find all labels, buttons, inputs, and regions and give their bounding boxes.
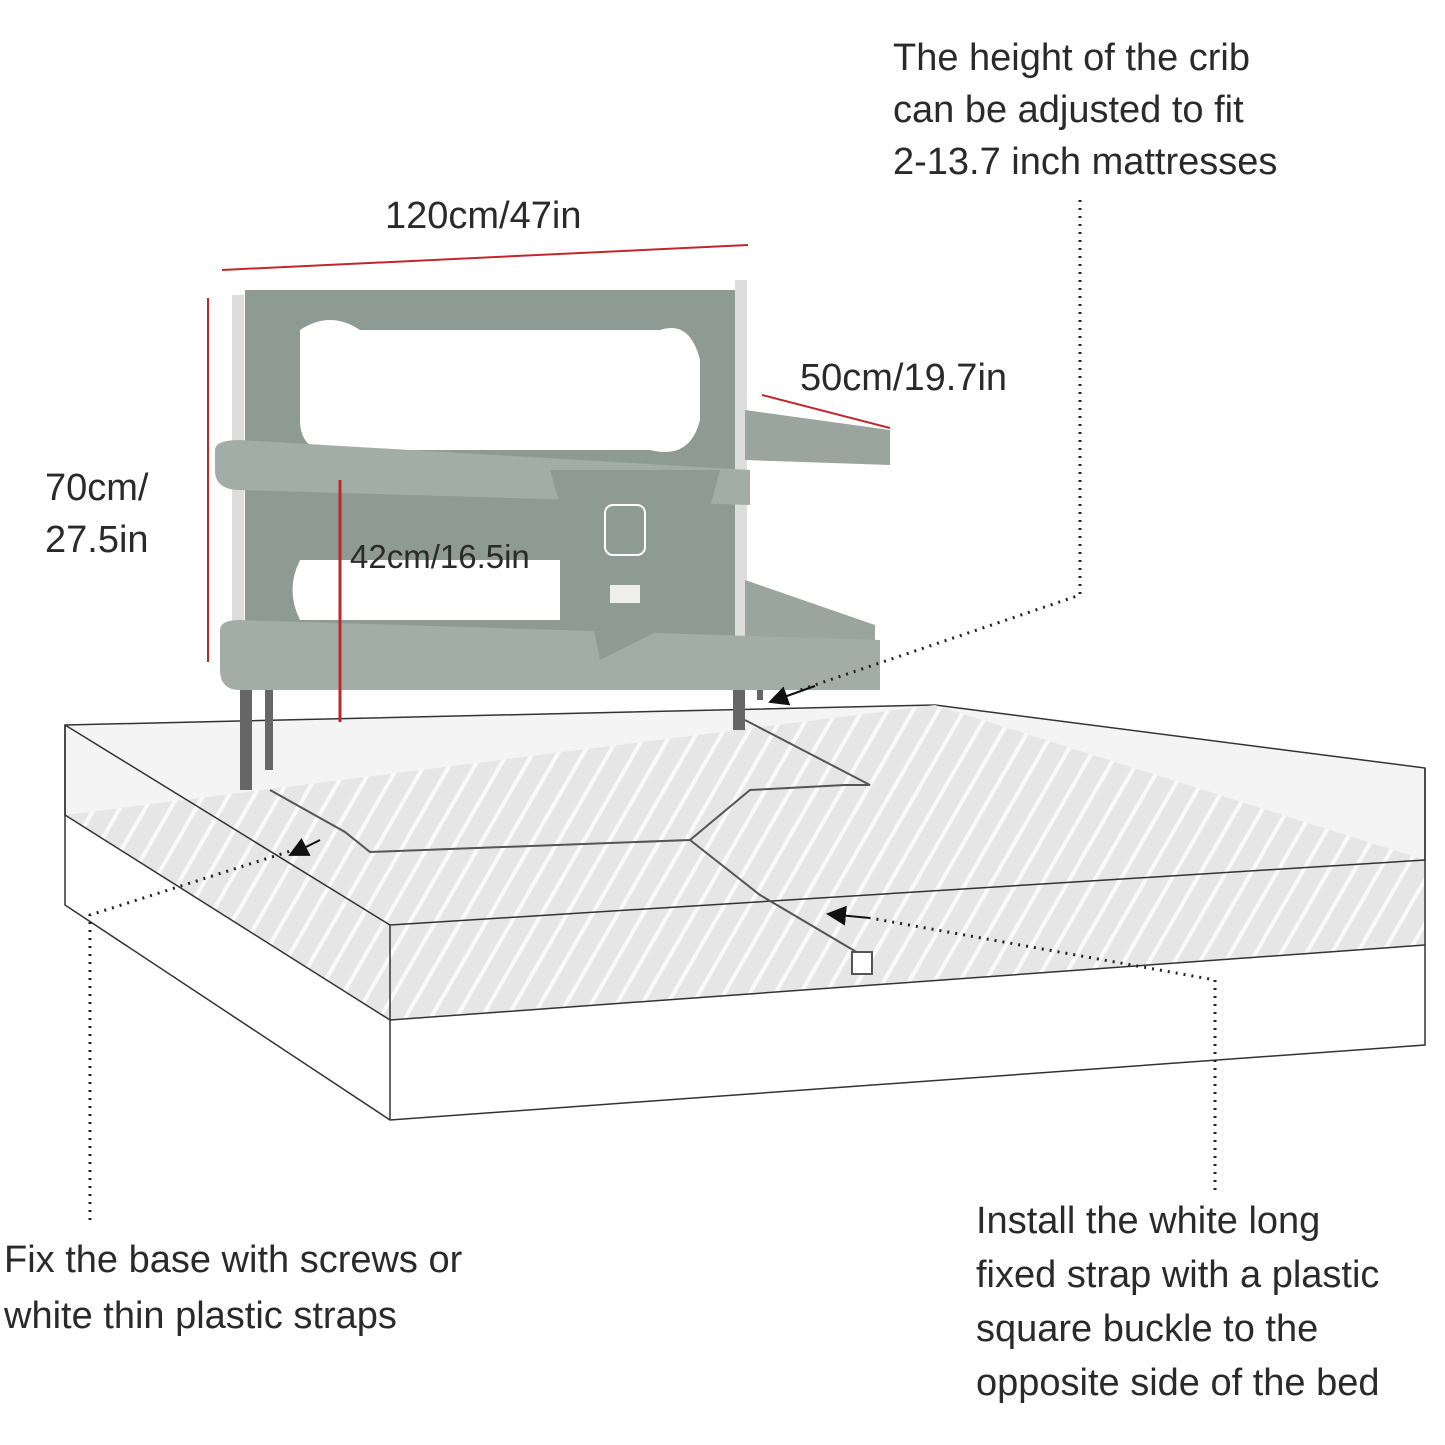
callout-line: Fix the base with screws or <box>4 1239 463 1281</box>
height-dimension-label: 70cm/ 27.5in <box>45 462 149 566</box>
width-dimension-label: 120cm/47in <box>385 195 582 237</box>
straps <box>269 719 873 975</box>
callout-line: opposite side of the bed <box>976 1362 1380 1404</box>
callout-line: white thin plastic straps <box>4 1295 397 1337</box>
callout-line: The height of the crib <box>893 37 1250 79</box>
bed-rail <box>215 280 890 690</box>
base-fixing-callout: Fix the base with screws or white thin p… <box>4 1232 462 1344</box>
arrows <box>288 685 871 926</box>
height-line: 70cm/ <box>45 467 149 509</box>
depth-dimension-label: 50cm/19.7in <box>800 357 1008 399</box>
callout-line: can be adjusted to fit <box>893 89 1244 131</box>
callout-line: fixed strap with a plastic <box>976 1254 1380 1296</box>
callout-line: Install the white long <box>976 1200 1321 1242</box>
crib-height-callout: The height of the crib can be adjusted t… <box>893 32 1277 188</box>
dimension-lines <box>207 244 891 722</box>
callout-line: 2-13.7 inch mattresses <box>893 141 1278 183</box>
height-line: 27.5in <box>45 519 149 561</box>
callout-line: square buckle to the <box>976 1308 1319 1350</box>
mattress <box>64 704 1426 1121</box>
inner-height-dimension-label: 42cm/16.5in <box>350 538 530 575</box>
leader-lines <box>88 200 1217 1220</box>
strap-install-callout: Install the white long fixed strap with … <box>976 1194 1380 1410</box>
